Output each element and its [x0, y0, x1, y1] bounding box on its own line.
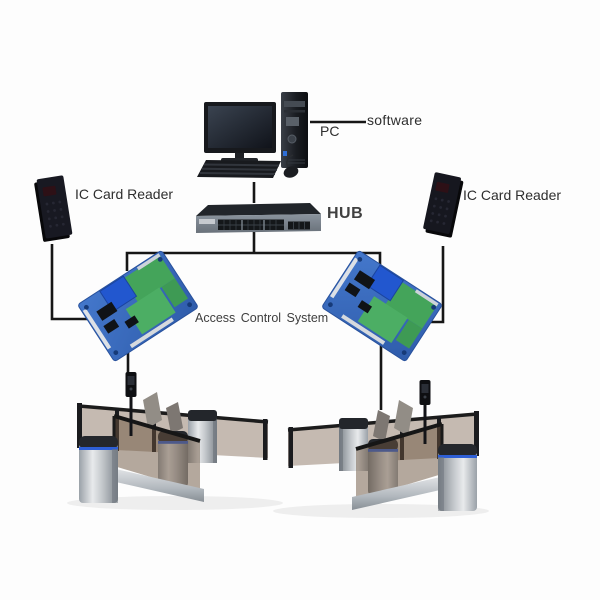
mouse: [283, 154, 299, 178]
card-reader-left-label: IC Card Reader: [75, 186, 174, 202]
hub-label: HUB: [327, 205, 364, 222]
reader-display: [435, 181, 450, 193]
keyboard: [197, 160, 281, 178]
connector-hub-to-boards: [125, 251, 382, 272]
pc-label: PC: [320, 123, 340, 139]
desktop-pc: [197, 92, 308, 178]
monitor-stand: [235, 153, 244, 159]
reader-display: [42, 185, 57, 197]
access-control-board-left: [77, 249, 199, 363]
reader-keypad: [429, 197, 451, 225]
card-reader-right-label: IC Card Reader: [463, 187, 562, 203]
pc-tower: [281, 92, 308, 168]
network-hub: [196, 203, 321, 233]
access-control-board-right: [321, 249, 443, 363]
hub-ports: [218, 219, 310, 230]
speed-gate-left: [65, 370, 285, 512]
monitor-screen: [208, 106, 272, 148]
software-label: software: [367, 112, 423, 128]
hub-label-strip: [199, 219, 215, 224]
ic-card-reader-left: [34, 175, 73, 242]
hub-top: [196, 203, 321, 216]
ic-card-reader-right: [423, 172, 464, 238]
reader-keypad: [45, 200, 65, 228]
connector-reader-left-board: [50, 244, 97, 321]
access-control-system-label: Access Control System: [195, 311, 329, 325]
